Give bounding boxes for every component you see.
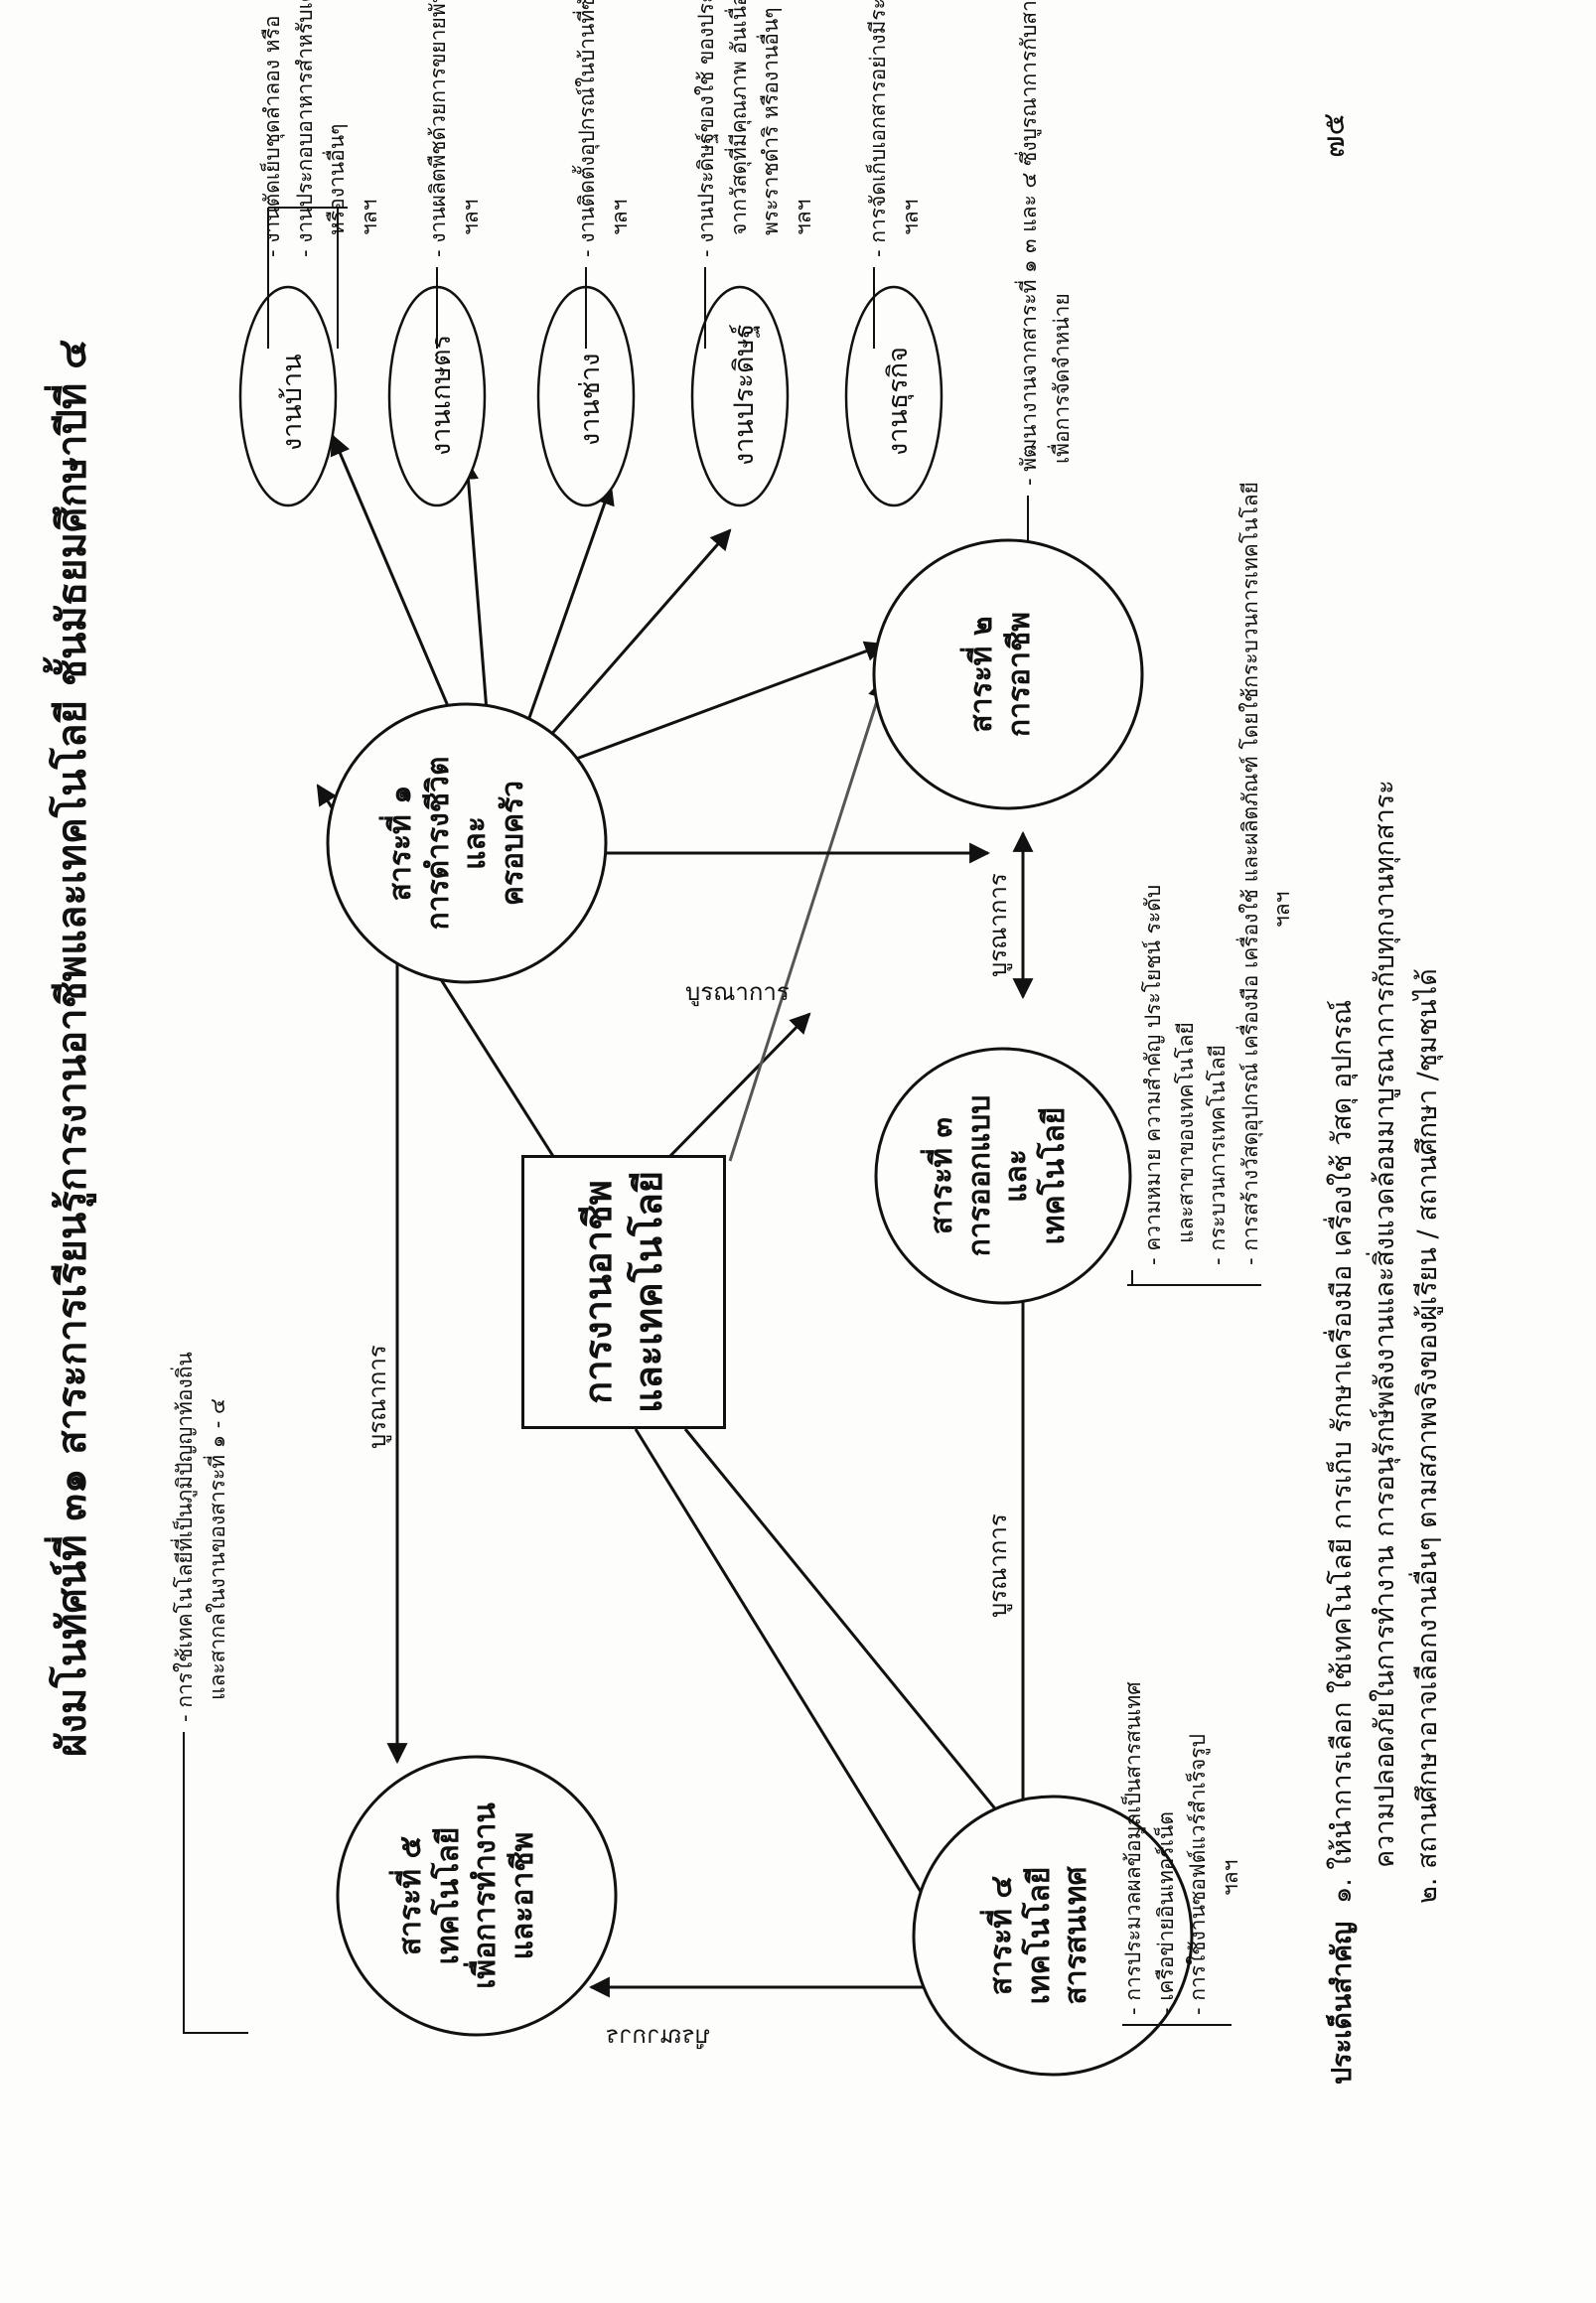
arrow-center-s5 <box>634 1428 941 1923</box>
strand-2-line1: สาระที่ ๒ <box>964 616 999 733</box>
strand-4-label: สาระที่ ๔ เทคโนโลยี สารสนเทศ <box>983 1836 1095 2035</box>
integration-label-s3-s2: บูรณาการ <box>984 873 1012 977</box>
pradit-bullet-2: จากวัสดุที่มีคุณภาพ อันเนื่องมาจากโครงกา… <box>726 0 751 235</box>
strand-3-line4: เทคโนโลยี <box>1036 1106 1072 1245</box>
strand-2-label: สาระที่ ๒ การอาชีพ <box>963 575 1038 774</box>
strand-2-note: - พัฒนางานจากสาระที่ ๑ ๓ และ ๔ ซึ่งบูรณา… <box>1013 0 1078 486</box>
s5-bullet-1: - การใช้เทคโนโลยีที่เป็นภูมิปัญญาท้องถิ่… <box>173 1352 197 1722</box>
integration-label-s1-s2: บูรณาการ <box>685 978 790 1006</box>
key-point-1-line1: ๑. ให้นำการเลือก ใช้เทคโนโลยี การเก็บ รั… <box>1327 999 1358 1904</box>
work-area-pradit-details: - งานประดิษฐ์ของใช้ ของประดับตกแต่งในบ้า… <box>690 0 819 257</box>
work-area-thurakit: งานธุรกิจ <box>883 347 914 456</box>
key-points-heading: ประเด็นสำคัญ <box>1327 1921 1358 2085</box>
work-area-thurakit-details: - การจัดเก็บเอกสารอย่างมีระบบ หรืองานอื่… <box>862 0 927 257</box>
arrow-center-s2 <box>728 676 889 1162</box>
ban-bullet-1: - งานตัดเย็บชุดลำลอง หรือ <box>260 15 284 257</box>
kaset-bullet-1: - งานผลิตพืชด้วยการขยายพันธุ์ หรืองานอื่… <box>426 0 450 257</box>
strand-1-line1: สาระที่ ๑ <box>383 785 418 902</box>
s3-bullet-2: และสาขาของเทคโนโลยี <box>1173 1022 1198 1243</box>
thurakit-bullet-2: ฯลฯ <box>898 199 923 235</box>
strand-1-line3: และ <box>458 816 493 870</box>
key-points: ประเด็นสำคัญ ๑. ให้นำการเลือก ใช้เทคโนโล… <box>1321 780 1450 2085</box>
strand-4-details: - การประมวลผลข้อมูลเป็นสารสนเทศ - เครือข… <box>1117 1681 1246 2015</box>
central-topic-line2: และเทคโนโลยี <box>627 1171 670 1413</box>
ban-bullet-2: - งานประกอบอาหารสำหรับเด็กอ่อน <box>292 0 317 257</box>
page-number: ๗๕ <box>1317 112 1352 158</box>
work-area-oval-ban <box>238 285 338 507</box>
work-area-oval-pradit <box>690 285 790 507</box>
key-point-1-line2: ความปลอดภัยในการทำงาน การอนุรักษ์พลังงาน… <box>1370 780 1401 1868</box>
work-area-kaset-details: - งานผลิตพืชด้วยการขยายพันธุ์ หรืองานอื่… <box>422 0 487 257</box>
key-point-2: ๒. สถานศึกษาอาจเลือกงานอื่นๆ ตามสภาพจริง… <box>1412 968 1444 1904</box>
strand-1-line2: การดำรงชีวิต <box>420 756 456 931</box>
work-area-kaset: งานเกษตร <box>426 334 457 456</box>
strand-3-line2: การออกแบบ <box>961 1094 997 1257</box>
s5-bullet-2: และสากลในงานของสาระที่ ๑ - ๔ <box>205 1398 229 1700</box>
strand-1-label: สาระที่ ๑ การดำรงชีวิต และ ครอบครัว <box>382 734 531 952</box>
strand-3-line3: และ <box>999 1149 1034 1203</box>
strand-3-details: - ความหมาย ความสำคัญ ประโยชน์ ระดับ และส… <box>1137 482 1299 1265</box>
strand-5-line3: เพื่อการทำงาน <box>468 1802 503 1989</box>
pradit-bullet-3: พระราชดำริ หรืองานอื่นๆ <box>759 7 784 236</box>
arrow-s1-thurakit <box>535 641 886 776</box>
pradit-bullet-1: - งานประดิษฐ์ของใช้ ของประดับตกแต่งในบ้า… <box>694 0 718 257</box>
work-area-ban: งานบ้าน <box>277 354 308 451</box>
s4-bullet-4: ฯลฯ <box>1218 1859 1242 1896</box>
s4-bullet-1: - การประมวลผลข้อมูลเป็นสารสนเทศ <box>1121 1681 1145 2015</box>
integration-label-s5-s4: บูรณาการ <box>606 2021 710 2049</box>
work-area-chang-details: - งานติดตั้งอุปกรณ์ในบ้านที่ซับซ้อน หรือ… <box>571 0 636 257</box>
strand-5-details: - การใช้เทคโนโลยีที่เป็นภูมิปัญญาท้องถิ่… <box>169 1352 233 1722</box>
s3-bullet-3: - กระบวนการเทคโนโลยี <box>1206 1045 1231 1265</box>
strand-2-note-line2: เพื่อการจัดจำหน่าย <box>1049 293 1074 464</box>
central-topic-box: การงานอาชีพ และเทคโนโลยี <box>521 1155 726 1429</box>
s3-bullet-1: - ความหมาย ความสำคัญ ประโยชน์ ระดับ <box>1141 884 1165 1265</box>
strand-2-line2: การอาชีพ <box>1001 611 1037 738</box>
work-area-ban-details: - งานตัดเย็บชุดลำลอง หรือ - งานประกอบอาห… <box>256 0 385 257</box>
central-topic-line1: การงานอาชีพ <box>575 1180 620 1404</box>
strand-5-circle <box>336 1755 618 2037</box>
s3-bullet-4: - การสร้างวัสดุอุปกรณ์ เครื่องมือ เครื่อ… <box>1237 482 1262 1265</box>
strand-5-line1: สาระที่ ๕ <box>393 1835 428 1956</box>
strand-4-line3: สารสนเทศ <box>1059 1866 1093 2005</box>
strand-5-label: สาระที่ ๕ เทคโนโลยี เพื่อการทำงาน และอาช… <box>392 1787 541 2005</box>
strand-5-line2: เทคโนโลยี <box>430 1826 466 1965</box>
strand-1-circle <box>326 702 608 984</box>
strand-3-label: สาระที่ ๓ การออกแบบ และ เทคโนโลยี <box>924 1077 1073 1275</box>
strand-3-circle <box>874 1047 1132 1305</box>
s4-bullet-3: - การใช้งานซอฟต์แวร์สำเร็จรูป <box>1186 1734 1211 2015</box>
arrow-s1-pradit <box>519 528 732 770</box>
strand-2-note-line1: - พัฒนางานจากสาระที่ ๑ ๓ และ ๔ ซึ่งบูรณา… <box>1017 0 1041 486</box>
work-area-chang: งานช่าง <box>575 353 606 446</box>
s3-bullet-5: ฯลฯ <box>1270 891 1295 928</box>
work-area-oval-thurakit <box>844 285 943 507</box>
bracket-ban <box>267 207 348 349</box>
page-title: ผังมโนทัศน์ที่ ๓๑ สาระการเรียนรู้การงานอ… <box>50 339 95 1757</box>
integration-label-s5-s1: บูรณาการ <box>363 1345 391 1449</box>
integration-label-s4-s3: บูรณาการ <box>984 1513 1012 1618</box>
chang-bullet-2: ฯลฯ <box>607 199 632 235</box>
ban-bullet-3: หรืองานอื่นๆ <box>325 123 350 235</box>
strand-4-line2: เทคโนโลยี <box>1021 1866 1057 2005</box>
chang-bullet-1: - งานติดตั้งอุปกรณ์ในบ้านที่ซับซ้อน หรือ… <box>575 0 599 257</box>
work-area-pradit: งานประดิษฐ์ <box>729 323 760 466</box>
bracket-s5-line <box>183 1732 248 2034</box>
arrow-center-s3 <box>663 1012 811 1163</box>
ban-bullet-4: ฯลฯ <box>357 199 381 235</box>
strand-2-circle <box>872 538 1144 810</box>
arrow-center-s4 <box>683 1428 1040 1863</box>
pradit-bullet-4: ฯลฯ <box>791 199 815 235</box>
strand-3-line1: สาระที่ ๓ <box>925 1116 959 1235</box>
strand-4-line1: สาระที่ ๔ <box>984 1875 1019 1996</box>
bracket-s3 <box>1127 1270 1261 1286</box>
thurakit-bullet-1: - การจัดเก็บเอกสารอย่างมีระบบ หรืองานอื่… <box>866 0 890 257</box>
strand-5-line4: และอาชีพ <box>505 1831 540 1960</box>
strand-1-line4: ครอบครัว <box>495 780 530 907</box>
s4-bullet-2: - เครือข่ายอินเทอร์เน็ต <box>1153 1811 1178 2015</box>
strand-4-circle <box>912 1795 1194 2077</box>
kaset-bullet-2: ฯลฯ <box>458 199 483 235</box>
